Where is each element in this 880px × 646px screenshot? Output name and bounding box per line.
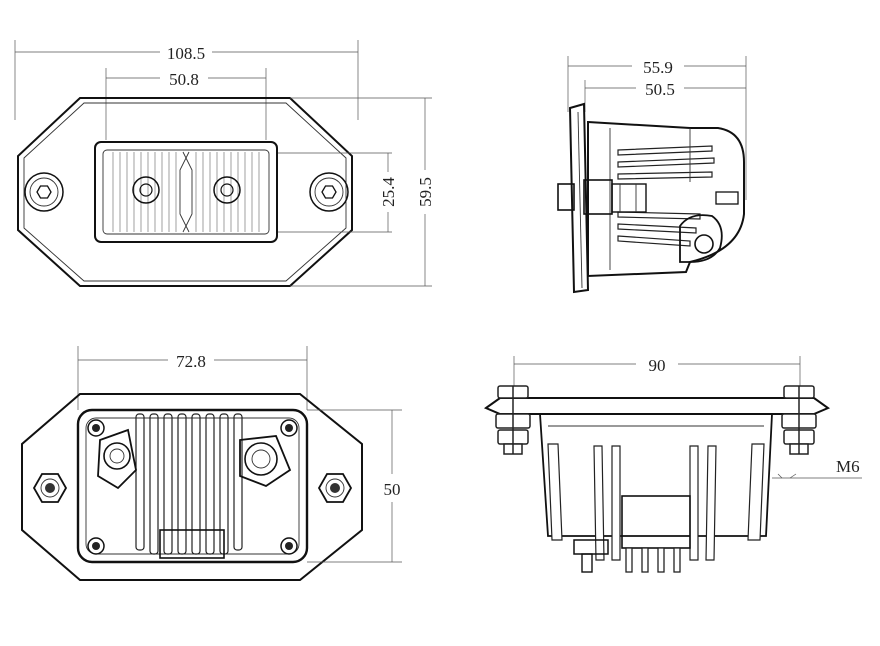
dim-lens-width: 50.8 — [105, 68, 267, 140]
housing-height-label: 50 — [384, 480, 401, 499]
back-screw-bl — [87, 537, 105, 555]
side-body — [587, 120, 745, 278]
dim-housing-width: 72.8 — [77, 346, 308, 410]
back-screw-tl — [87, 419, 105, 437]
back-nut-right — [317, 473, 353, 503]
overall-height-label: 59.5 — [416, 177, 435, 207]
back-boss-left — [97, 428, 137, 490]
bottom-bolt-left — [495, 385, 531, 455]
dim-housing-height: 50 — [307, 409, 402, 563]
back-housing — [76, 408, 309, 564]
front-bolt-right — [309, 172, 349, 212]
dim-overall-depth: 55.9 — [567, 56, 747, 200]
dim-lens-height: 25.4 — [278, 152, 398, 233]
back-view: 72.8 — [21, 346, 402, 581]
housing-width-label: 72.8 — [176, 352, 206, 371]
led-emitter-right — [213, 176, 241, 204]
dim-bolt-spacing: 90 — [513, 356, 801, 392]
bottom-pins — [625, 547, 681, 573]
side-cooling-fins — [617, 145, 715, 247]
dim-body-depth: 50.5 — [584, 80, 746, 112]
lens-width-label: 50.8 — [169, 70, 199, 89]
back-boss-right — [239, 435, 292, 488]
back-nut-left — [32, 473, 68, 503]
dim-overall-width: 108.5 — [14, 40, 359, 120]
dim-overall-height: 59.5 — [290, 97, 435, 287]
bottom-fins — [547, 443, 765, 561]
side-connector — [557, 179, 739, 215]
front-view: 108.5 50.8 — [14, 40, 435, 287]
bolt-spacing-label: 90 — [649, 356, 666, 375]
bottom-mounting-plate — [483, 397, 831, 415]
side-view: 55.9 50.5 — [557, 56, 747, 294]
thread-callout: M6 — [772, 457, 862, 479]
led-emitter-left — [132, 176, 160, 204]
lens-height-label: 25.4 — [379, 177, 398, 207]
overall-depth-label: 55.9 — [643, 58, 673, 77]
overall-width-label: 108.5 — [167, 44, 205, 63]
back-screw-tr — [280, 419, 298, 437]
lens-housing — [94, 141, 278, 243]
side-bracket — [679, 214, 723, 263]
bottom-view: 90 — [483, 356, 862, 573]
back-screw-br — [280, 537, 298, 555]
body-depth-label: 50.5 — [645, 80, 675, 99]
front-bolt-left — [24, 172, 64, 212]
thread-size-label: M6 — [836, 457, 860, 476]
back-mounting-plate — [21, 393, 363, 581]
side-flange — [568, 102, 590, 294]
bottom-bolt-right — [781, 385, 817, 455]
back-heatsink-fins — [135, 413, 243, 555]
front-mounting-plate — [17, 97, 353, 287]
lens-ribs — [112, 152, 260, 232]
